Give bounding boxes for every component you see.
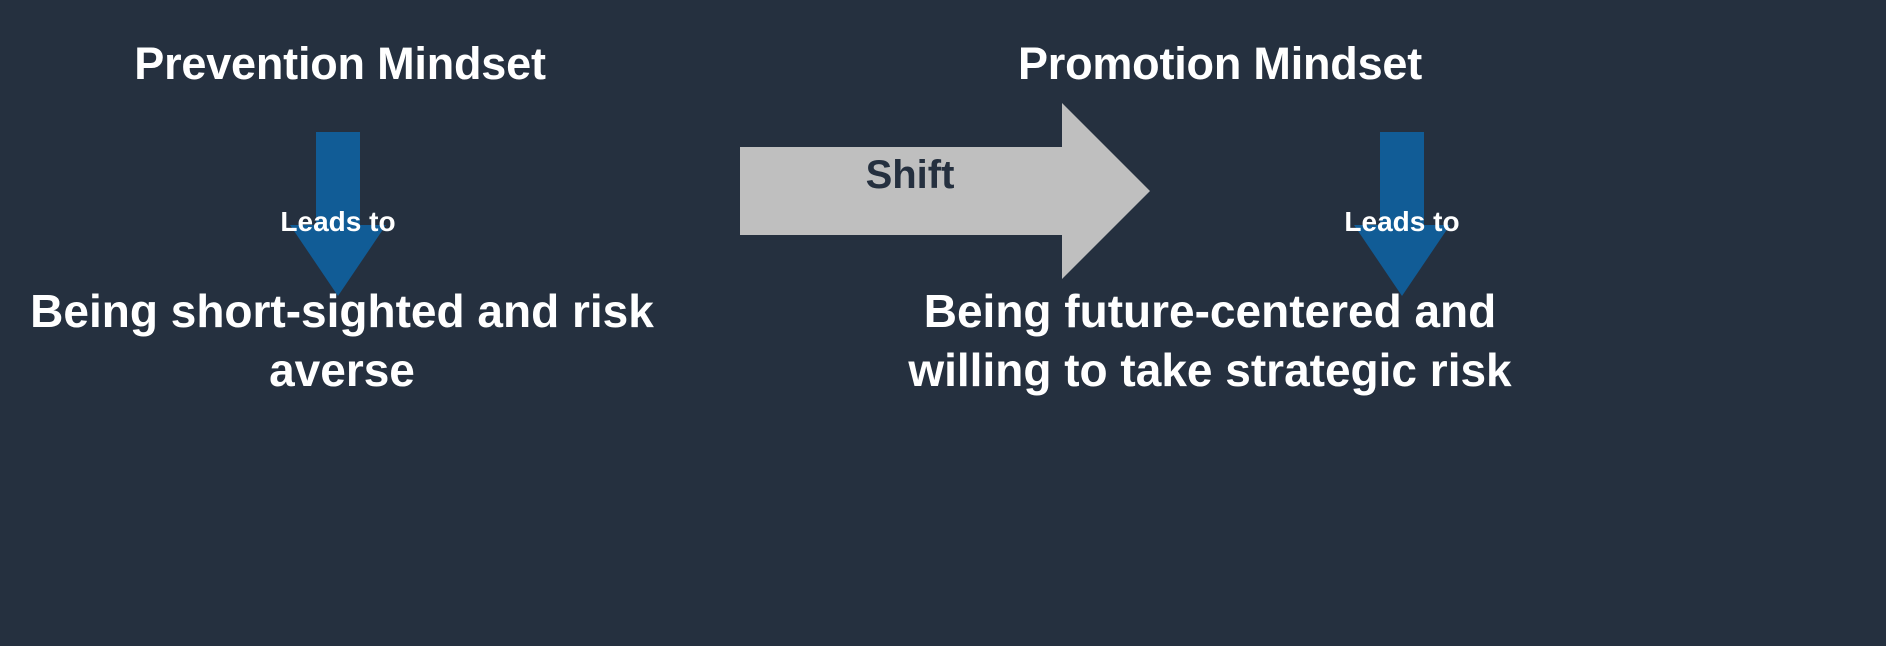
promotion-mindset-title: Promotion Mindset — [1017, 38, 1423, 89]
down-arrow-icon — [1354, 132, 1450, 296]
shift-transition-arrow: Shift — [740, 100, 1152, 282]
right-arrow-icon — [740, 103, 1150, 279]
leads-to-label-left: Leads to — [280, 206, 396, 237]
shift-label: Shift — [865, 153, 955, 197]
prevention-mindset-title: Prevention Mindset — [134, 38, 546, 89]
promotion-outcome-text: Being future-centered and willing to tak… — [908, 285, 1512, 396]
leads-to-down-arrow-left: Leads to — [218, 132, 458, 302]
leads-to-label-right: Leads to — [1344, 206, 1460, 237]
prevention-outcome-text: Being short-sighted and risk averse — [30, 285, 654, 396]
down-arrow-icon — [290, 132, 386, 296]
leads-to-down-arrow-right: Leads to — [1282, 132, 1522, 302]
